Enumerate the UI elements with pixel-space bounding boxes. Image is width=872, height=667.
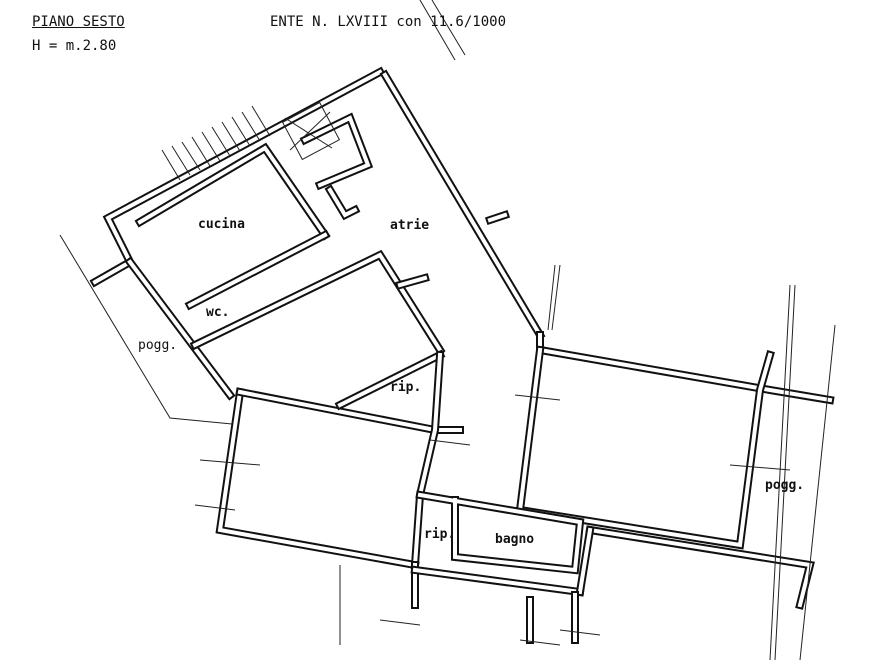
wall-segment	[137, 145, 328, 238]
wall-segment	[189, 249, 446, 356]
wall-segment	[412, 352, 443, 568]
wall-segment	[327, 187, 358, 218]
wall-segment	[382, 72, 543, 338]
room-label-bathroom: bagno	[495, 532, 535, 547]
wall-segment	[217, 389, 418, 568]
room-label-balcony-left: pogg.	[138, 338, 178, 353]
wall-segment	[538, 333, 833, 403]
ceiling-height: H = m.2.80	[32, 38, 117, 54]
wall-segment	[487, 212, 508, 223]
wall-segment	[517, 347, 773, 548]
wall-segment	[302, 115, 371, 188]
room-label-hall: atrie	[390, 218, 430, 233]
floor-title: PIANO SESTO	[32, 14, 125, 30]
wall-segment	[397, 275, 428, 288]
wall-segment	[417, 492, 583, 573]
wall-segment	[577, 527, 593, 595]
wall-segment	[412, 567, 583, 595]
wall-segment	[187, 232, 328, 308]
room-label-wc: wc.	[206, 305, 230, 320]
room-label-storage-bottom: rip.	[424, 527, 456, 542]
wall-segment	[337, 352, 443, 408]
wall-segment	[92, 69, 383, 285]
wall-segment	[127, 259, 233, 398]
thin-lines	[59, 0, 836, 661]
walls	[89, 66, 835, 644]
wall-segment	[192, 252, 443, 353]
room-label-balcony-right: pogg.	[765, 478, 805, 493]
wall-segment	[299, 112, 374, 191]
unit-info: ENTE N. LXVIII con 11.6/1000	[270, 14, 507, 30]
room-label-kitchen: cucina	[198, 217, 245, 232]
room-label-storage-middle: rip.	[390, 380, 422, 395]
